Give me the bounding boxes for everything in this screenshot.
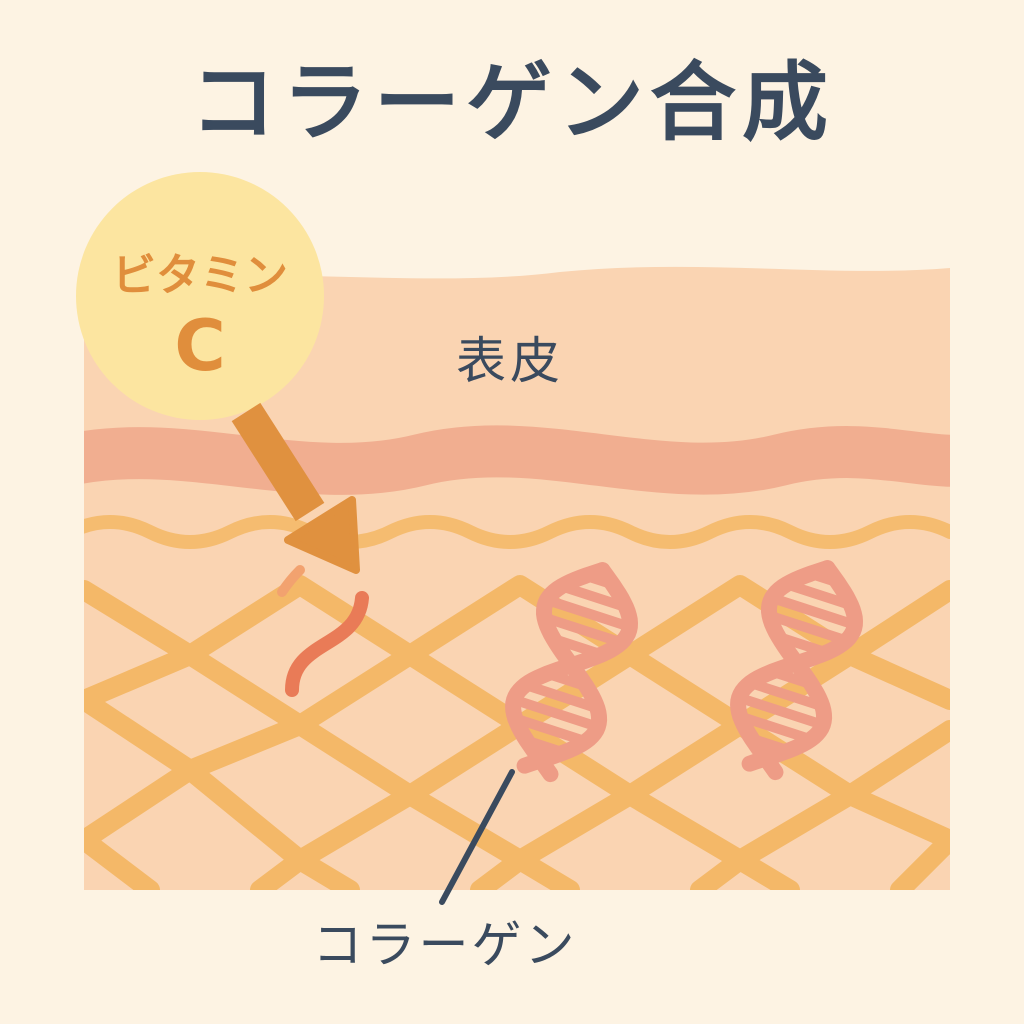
- epidermis-label: 表皮: [456, 332, 564, 390]
- basement-membrane-band: [84, 425, 950, 495]
- helix-rung: [766, 592, 860, 630]
- vitamin-c-badge: [76, 172, 324, 420]
- collagen-label: コラーゲン: [313, 916, 578, 974]
- page-title: コラーゲン合成: [190, 53, 834, 153]
- vitamin-c-badge-letter: C: [174, 305, 225, 387]
- helix-rung: [541, 594, 635, 632]
- helix-strand-b: [741, 560, 836, 772]
- helix-rung: [539, 612, 627, 648]
- helix-rung: [745, 677, 828, 712]
- helix-rung: [510, 713, 591, 747]
- helix-strand-b: [516, 562, 611, 774]
- collagen-triple-helix-1: [505, 562, 638, 783]
- helix-rung: [781, 579, 857, 611]
- helix-rung: [509, 694, 603, 732]
- collagen-callout-line: [439, 769, 515, 905]
- helix-rung: [735, 711, 816, 745]
- arrow-icon: [231, 402, 360, 574]
- helix-strand-a: [505, 562, 638, 783]
- helix-rung: [556, 581, 632, 613]
- procollagen-fiber-tail: [277, 565, 305, 597]
- helix-rung: [764, 610, 852, 646]
- helix-rung: [520, 679, 603, 714]
- procollagen-fiber: [285, 591, 369, 697]
- collagen-triple-helix-2: [730, 560, 863, 781]
- helix-rung: [734, 692, 828, 730]
- dermis-wavy-line: [84, 515, 950, 549]
- vitamin-c-badge-label: ビタミン: [112, 250, 288, 301]
- helix-strand-a: [730, 560, 863, 781]
